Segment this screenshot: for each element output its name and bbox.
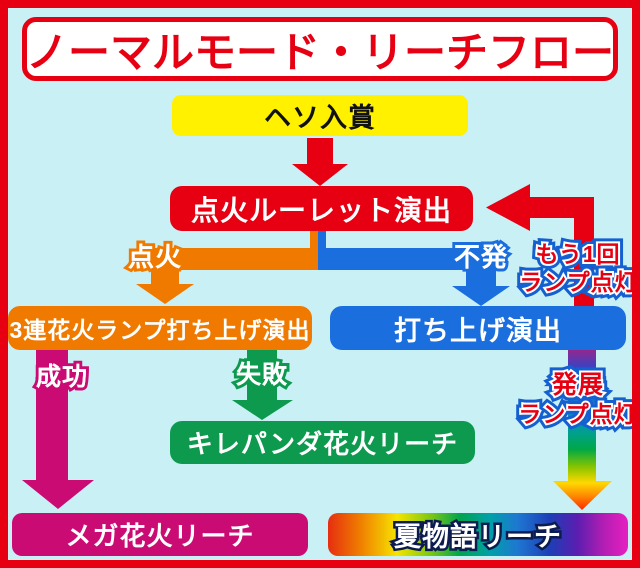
down-arrow-icon [136, 270, 194, 304]
branch-stub-blue [318, 229, 326, 250]
edge-label-misfire: 不発 [454, 237, 508, 274]
page-title-text: ノーマルモード・リーチフロー [26, 28, 615, 76]
node-kirepanda-reach: キレパンダ花火リーチ [170, 421, 475, 464]
branch-stub-orange [310, 229, 318, 250]
node-kirepanda-reach-label: キレパンダ花火リーチ [186, 429, 459, 459]
down-arrow-icon [292, 138, 348, 186]
node-ignition-roulette: 点火ルーレット演出 [170, 186, 473, 231]
node-mega-fireworks-reach-label: メガ花火リーチ [65, 521, 255, 551]
node-triple-fireworks-lamp: 3連花火ランプ打ち上げ演出 [8, 306, 312, 350]
node-triple-fireworks-lamp-label: 3連花火ランプ打ち上げ演出 [9, 317, 311, 343]
edge-label-one-more-line2: ランプ点灯 [519, 263, 632, 297]
branch-bar-orange [150, 248, 318, 270]
edge-label-develop-line2: ランプ点灯 [518, 395, 632, 429]
return-arrow-horizontal [528, 197, 594, 218]
left-arrowhead-icon [486, 184, 530, 231]
node-launch-performance: 打ち上げ演出 [330, 306, 626, 350]
node-launch-performance-label: 打ち上げ演出 [394, 315, 562, 346]
edge-label-ignition: 点火 [128, 237, 182, 274]
node-heso-prize-label: ヘソ入賞 [264, 103, 376, 133]
edge-label-success: 成功 [36, 357, 88, 393]
node-mega-fireworks-reach: メガ花火リーチ [12, 513, 308, 556]
node-natsu-monogatari-reach: 夏物語リーチ [328, 513, 628, 556]
node-natsu-monogatari-reach-label: 夏物語リーチ [394, 515, 562, 554]
page-title: ノーマルモード・リーチフロー [22, 17, 618, 81]
down-arrow-icon [452, 270, 510, 306]
edge-label-failure: 失敗 [236, 355, 288, 391]
node-heso-prize: ヘソ入賞 [172, 95, 468, 136]
node-ignition-roulette-label: 点火ルーレット演出 [190, 194, 452, 226]
